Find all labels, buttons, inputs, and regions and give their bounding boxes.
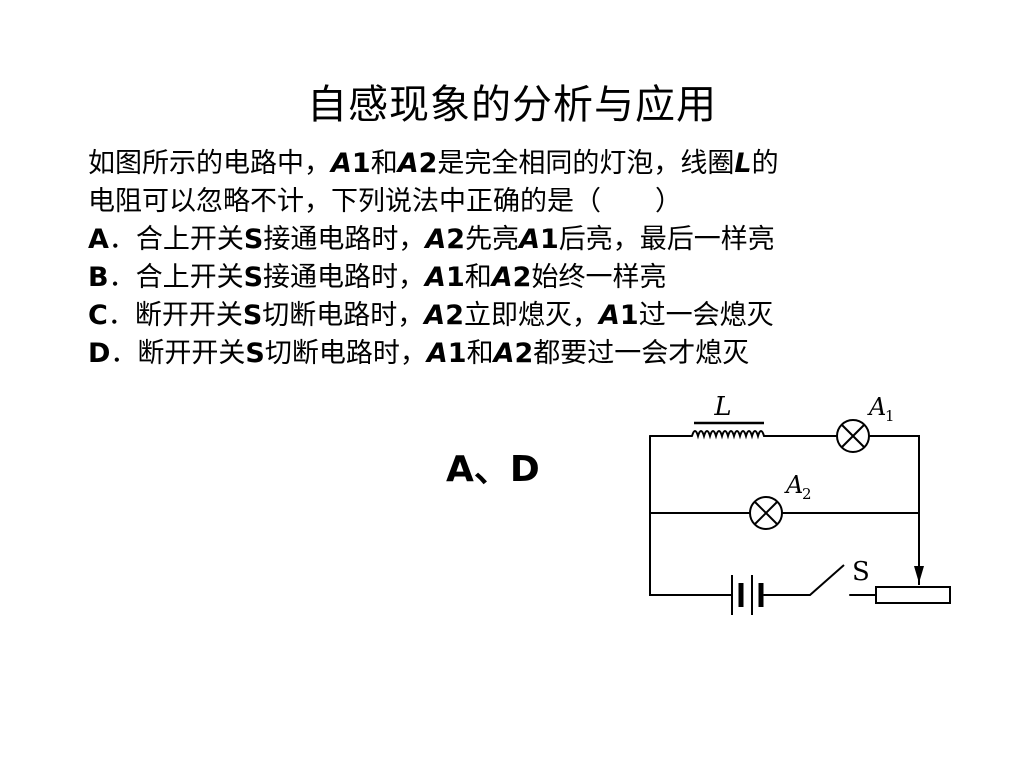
lamp-number: 1 — [619, 300, 639, 331]
option-text: 和 — [464, 262, 492, 293]
option-c: C．断开开关S切断电路时，A2立即熄灭，A1过一会熄灭 — [88, 297, 968, 335]
option-text: 合上开关 — [135, 224, 244, 255]
lamp-number: 2 — [445, 300, 464, 331]
option-text: 始终一样亮 — [531, 262, 667, 293]
stem-coil-l: L — [734, 148, 752, 179]
question-block: 如图所示的电路中，A1和A2是完全相同的灯泡，线圈L的 电阻可以忽略不计，下列说… — [88, 145, 968, 373]
option-text: 后亮，最后一样亮 — [558, 224, 775, 255]
stem-and: 和 — [370, 148, 398, 179]
slide-title: 自感现象的分析与应用 — [307, 82, 717, 128]
lamp-a1-subscript: 1 — [885, 407, 895, 425]
circuit-diagram: L A 1 A 2 S — [649, 392, 951, 615]
option-a: A．合上开关S接通电路时，A2先亮A1后亮，最后一样亮 — [88, 221, 968, 259]
lamp-a1-label: A — [867, 393, 886, 421]
option-text: 断开开关 — [134, 300, 243, 331]
lamp-number: 1 — [445, 262, 465, 293]
lamp-letter: A — [426, 338, 448, 369]
wire-left — [649, 435, 733, 596]
lamp-number: 1 — [539, 224, 559, 255]
inductor-coil: L — [691, 392, 766, 440]
option-separator: ． — [108, 224, 136, 255]
question-stem-line-1: 如图所示的电路中，A1和A2是完全相同的灯泡，线圈L的 — [88, 145, 968, 183]
lamp-a2-cross-2 — [754, 501, 778, 525]
switch-symbol: S — [242, 300, 263, 331]
lamp-letter: A — [491, 262, 513, 293]
switch-symbol: S — [245, 338, 265, 369]
lamp-number: 2 — [446, 224, 466, 255]
option-text: 和 — [466, 338, 494, 369]
lamp-number: 2 — [514, 338, 534, 369]
lamp-letter: A — [519, 224, 540, 255]
switch-label: S — [852, 557, 870, 587]
switch-symbol: S — [243, 224, 264, 255]
option-letter: B — [88, 262, 109, 293]
stem-lamp-a1-number: 1 — [351, 148, 371, 179]
option-separator: ． — [107, 300, 135, 331]
option-text: 合上开关 — [135, 262, 244, 293]
switch-symbol: S — [243, 262, 264, 293]
option-text: 切断电路时， — [262, 300, 425, 331]
lamp-letter: A — [425, 262, 446, 293]
rheostat-icon — [875, 566, 951, 604]
rheostat-body — [875, 586, 951, 604]
lamp-a1-cross-2 — [841, 424, 865, 448]
lamp-a2-icon: A 2 — [749, 471, 812, 530]
lamp-letter: A — [493, 338, 515, 369]
lamp-number: 1 — [447, 338, 467, 369]
option-d: D．断开开关S切断电路时，A1和A2都要过一会才熄灭 — [88, 335, 968, 373]
option-text: 立即熄灭， — [463, 300, 599, 331]
option-b: B．合上开关S接通电路时，A1和A2始终一样亮 — [88, 259, 968, 297]
option-text: 都要过一会才熄灭 — [533, 338, 750, 369]
question-stem-line-2: 电阻可以忽略不计，下列说法中正确的是（ ） — [88, 186, 682, 217]
inductor-windings — [691, 430, 766, 440]
lamp-letter: A — [425, 224, 447, 255]
option-letter: A — [88, 224, 109, 255]
option-separator: ． — [108, 262, 136, 293]
stem-lamp-a2-letter: A — [397, 148, 419, 179]
stem-text-1: 如图所示的电路中， — [88, 148, 331, 179]
option-text: 接通电路时， — [263, 224, 426, 255]
stem-lamp-a1-letter: A — [331, 148, 352, 179]
stem-text-3: 的 — [751, 148, 779, 179]
wire-top-right — [869, 435, 920, 567]
lamp-number: 2 — [512, 262, 532, 293]
option-text: 断开开关 — [137, 338, 246, 369]
stem-lamp-a2-number: 2 — [418, 148, 438, 179]
lamp-a2-subscript: 2 — [802, 485, 812, 503]
option-text: 切断电路时， — [264, 338, 427, 369]
option-text: 过一会熄灭 — [638, 300, 774, 331]
lamp-letter: A — [598, 300, 620, 331]
inductor-label: L — [713, 392, 731, 422]
option-separator: ． — [110, 338, 138, 369]
switch-icon: S — [809, 557, 870, 596]
battery-icon — [731, 575, 764, 615]
switch-blade — [809, 564, 845, 596]
stem-text-2: 是完全相同的灯泡，线圈 — [437, 148, 735, 179]
option-letter: C — [88, 300, 108, 331]
option-letter: D — [88, 338, 111, 369]
lamp-a1-icon: A 1 — [836, 393, 895, 453]
lamp-letter: A — [424, 300, 446, 331]
lamp-a2-label: A — [784, 471, 803, 499]
answer-text: A、D — [446, 449, 540, 490]
option-text: 先亮 — [465, 224, 520, 255]
option-text: 接通电路时， — [263, 262, 426, 293]
